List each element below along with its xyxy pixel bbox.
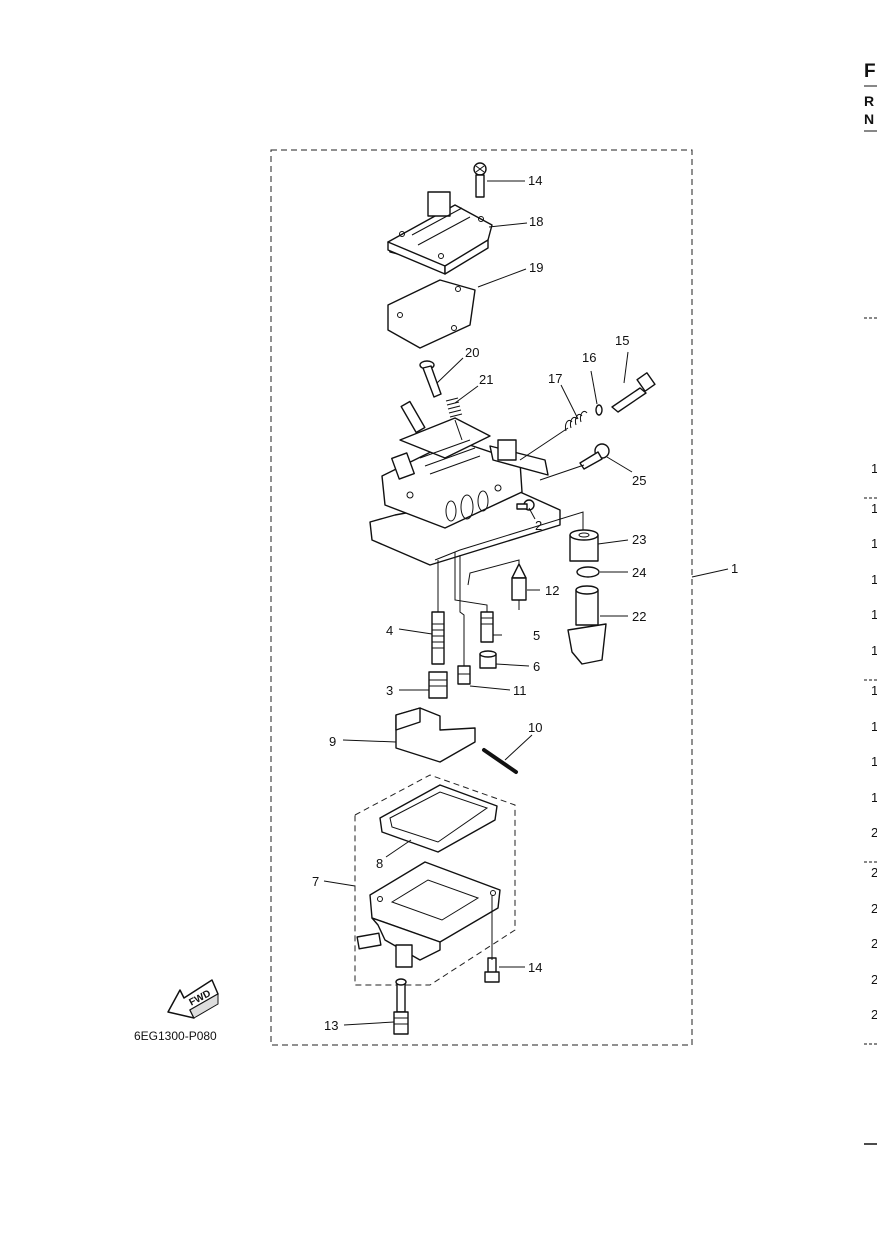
callout-11: 11 <box>513 683 527 698</box>
part-float-9 <box>395 707 476 763</box>
callout-4: 4 <box>386 623 393 638</box>
edge-row-digit: 1 <box>871 754 877 769</box>
part-spring-17 <box>564 410 588 432</box>
callout-1: 1 <box>731 561 738 576</box>
edge-row-digit: 2 <box>871 1007 877 1022</box>
part-screw-bottom <box>484 957 500 983</box>
part-plunger-22 <box>567 585 607 665</box>
callout-3: 3 <box>386 683 393 698</box>
callout-24: 24 <box>632 565 646 580</box>
part-plug-6 <box>479 650 497 669</box>
part-screw-2 <box>516 499 535 511</box>
edge-row-digit: 2 <box>871 936 877 951</box>
edge-row-digit: 1 <box>871 719 877 734</box>
edge-row-digit: 2 <box>871 865 877 880</box>
part-screw-15 <box>611 372 656 413</box>
callout-2: 2 <box>535 518 542 533</box>
callout-19: 19 <box>529 260 543 275</box>
callout-16: 16 <box>582 350 596 365</box>
float-chamber-group-boundary <box>354 774 516 986</box>
edge-row-digit: 1 <box>871 501 877 516</box>
callout-10: 10 <box>528 720 542 735</box>
assembly-boundary <box>270 149 693 1046</box>
callout-8: 8 <box>376 856 383 871</box>
part-float-pin-10 <box>482 748 518 774</box>
callout-13: 13 <box>324 1018 338 1033</box>
leader-lines <box>323 180 729 1026</box>
edge-row-digit: 1 <box>871 572 877 587</box>
part-screw-20 <box>419 360 442 398</box>
part-main-jet-3 <box>428 671 448 699</box>
edge-row-digit: 2 <box>871 825 877 840</box>
callout-22: 22 <box>632 609 646 624</box>
callout-7: 7 <box>312 874 319 889</box>
part-screw-25 <box>579 443 610 470</box>
callout-17: 17 <box>548 371 562 386</box>
part-needle-valve-12 <box>511 563 527 610</box>
part-o-ring-24 <box>576 566 600 578</box>
edge-row-digit: 2 <box>871 901 877 916</box>
edge-header-letter: F <box>864 61 876 82</box>
callout-18: 18 <box>529 214 543 229</box>
callout-9: 9 <box>329 734 336 749</box>
part-main-nozzle-4 <box>431 611 445 665</box>
part-cover-plate <box>387 191 493 275</box>
part-carburetor-body <box>369 400 561 566</box>
edge-row-digit: 2 <box>871 972 877 987</box>
edge-row-digit: 1 <box>871 790 877 805</box>
callout-14-top: 14 <box>528 173 542 188</box>
right-edge-column: F R N 1 1 1 1 1 1 1 1 1 1 2 2 2 2 2 2 <box>864 61 877 1145</box>
part-cap-23 <box>569 529 599 562</box>
part-spring-21 <box>445 397 463 418</box>
callout-5: 5 <box>533 628 540 643</box>
edge-row-digit: 1 <box>871 643 877 658</box>
callout-12: 12 <box>545 583 559 598</box>
part-screw-top <box>473 162 487 198</box>
part-drain-screw-13 <box>393 978 409 1035</box>
callout-14-bottom: 14 <box>528 960 542 975</box>
edge-row-digit: 1 <box>871 683 877 698</box>
callout-21: 21 <box>479 372 493 387</box>
callout-25: 25 <box>632 473 646 488</box>
part-plug-screw-11 <box>457 665 471 685</box>
reference-code: 6EG1300-P080 <box>134 1029 217 1043</box>
edge-header-letter: R <box>864 93 874 109</box>
callout-23: 23 <box>632 532 646 547</box>
callout-6: 6 <box>533 659 540 674</box>
edge-header-letter: N <box>864 111 874 127</box>
callout-15: 15 <box>615 333 629 348</box>
edge-row-digit: 1 <box>871 607 877 622</box>
callout-20: 20 <box>465 345 479 360</box>
edge-row-digit: 1 <box>871 461 877 476</box>
callout-labels: 1 2 3 4 5 6 7 8 9 10 11 12 13 14 14 15 1… <box>312 173 738 1033</box>
part-pilot-jet-5 <box>480 611 494 643</box>
part-o-ring-16 <box>595 404 603 416</box>
part-gasket-top <box>387 279 476 349</box>
fwd-arrow-icon: FWD <box>167 979 219 1019</box>
part-float-chamber-7 <box>356 861 501 968</box>
part-chamber-gasket-8 <box>379 784 498 853</box>
edge-row-digit: 1 <box>871 536 877 551</box>
